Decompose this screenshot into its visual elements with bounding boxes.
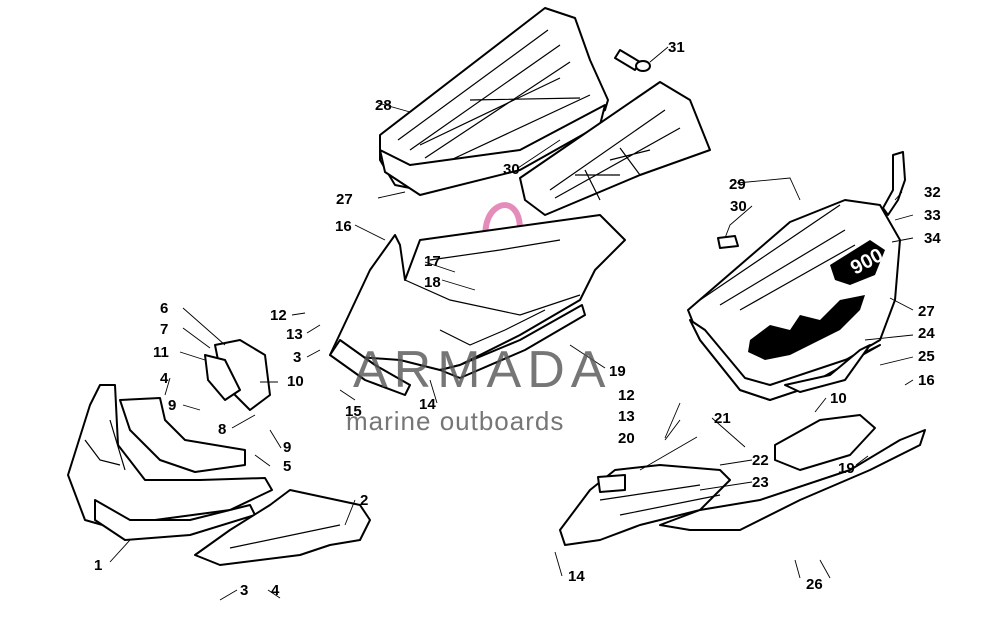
bracket-32 (882, 151, 906, 216)
callout-18: 18 (424, 274, 441, 291)
leader-lines (109, 46, 914, 601)
callout-5: 5 (283, 458, 291, 475)
callout-labels: 1 2 3 3 4 4 5 6 7 8 9 9 10 10 11 12 12 1… (94, 39, 941, 599)
callout-30a: 30 (503, 161, 520, 178)
callout-29: 29 (729, 176, 746, 193)
callout-12a: 12 (270, 307, 287, 324)
side-hood-panel: 900 (687, 199, 901, 401)
callout-16b: 16 (918, 372, 935, 389)
callout-24: 24 (918, 325, 935, 342)
callout-27b: 27 (918, 303, 935, 320)
callout-2: 2 (360, 492, 368, 509)
callout-3a: 3 (240, 582, 248, 599)
callout-30b: 30 (730, 198, 747, 215)
side-trim-5 (119, 397, 246, 473)
callout-13a: 13 (286, 326, 303, 343)
callout-3b: 3 (293, 349, 301, 366)
callout-14a: 14 (419, 396, 436, 413)
callout-15: 15 (345, 403, 362, 420)
callout-19a: 19 (609, 363, 626, 380)
bracket-6-7 (204, 339, 271, 411)
top-hood-panel (379, 7, 609, 196)
callout-25: 25 (918, 348, 935, 365)
callout-12b: 12 (618, 387, 635, 404)
callout-19b: 19 (838, 460, 855, 477)
callout-32: 32 (924, 184, 941, 201)
clip-30-right (717, 235, 739, 249)
callout-14b: 14 (568, 568, 585, 585)
center-belly-pan (329, 214, 626, 396)
callout-1: 1 (94, 557, 102, 574)
callout-6: 6 (160, 300, 168, 317)
bracket-24 (774, 344, 876, 471)
callout-4b: 4 (271, 582, 280, 599)
skid-plate-2 (194, 489, 371, 566)
callout-13b: 13 (618, 408, 635, 425)
callout-28: 28 (375, 97, 392, 114)
callout-26: 26 (806, 576, 823, 593)
callout-33: 33 (924, 207, 941, 224)
watermark-tagline: marine outboards (346, 406, 564, 436)
callout-34: 34 (924, 230, 941, 247)
callout-10a: 10 (287, 373, 304, 390)
callout-22: 22 (752, 452, 769, 469)
callout-21: 21 (714, 410, 731, 427)
callout-16a: 16 (335, 218, 352, 235)
callout-8: 8 (218, 421, 226, 438)
callout-10b: 10 (830, 390, 847, 407)
callout-9b: 9 (283, 439, 291, 456)
watermark-text: ARMADA marine outboards (346, 341, 611, 436)
callout-9a: 9 (168, 397, 176, 414)
callout-4a: 4 (160, 370, 169, 387)
fastener-31 (614, 49, 651, 72)
callout-31: 31 (668, 39, 685, 56)
callout-17: 17 (424, 253, 441, 270)
lower-skid-assembly (559, 429, 926, 546)
callout-20: 20 (618, 430, 635, 447)
watermark-brand: ARMADA (353, 341, 611, 399)
callout-7: 7 (160, 321, 168, 338)
deck-panel (519, 81, 711, 216)
callout-23: 23 (752, 474, 769, 491)
callout-27a: 27 (336, 191, 353, 208)
callout-11: 11 (153, 344, 169, 361)
